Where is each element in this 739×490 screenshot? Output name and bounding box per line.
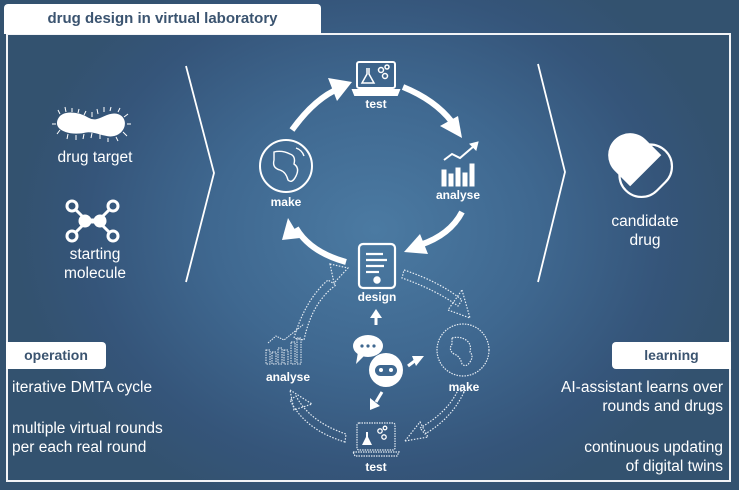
operation-line2: multiple virtual rounds [12, 420, 163, 437]
operation-line1: iterative DMTA cycle [12, 379, 153, 396]
arrow-design-to-make [293, 226, 347, 265]
virtual-test-label: test [365, 460, 387, 474]
design-document-icon [357, 242, 397, 290]
test-laptop-icon [351, 61, 401, 96]
operation-line3: per each real round [12, 439, 147, 456]
operation-tab: operation [6, 342, 106, 369]
main-frame [6, 33, 731, 482]
real-design-label: design [357, 290, 397, 304]
arrowhead-4 [282, 218, 300, 240]
learning-line2: rounds and drugs [602, 398, 723, 415]
learning-line1: AI-assistant learns over [561, 379, 723, 396]
virtual-analyse-label: analyse [265, 370, 311, 384]
learning-line4: of digital twins [625, 458, 723, 475]
starting-molecule-label-line2: molecule [63, 265, 127, 282]
virtual-make-label: make [448, 380, 480, 394]
real-analyse-label: analyse [435, 188, 481, 202]
left-chevron [185, 65, 215, 283]
right-chevron [537, 63, 566, 283]
arrow-analyse-to-design [419, 210, 465, 248]
real-cycle-arrows [289, 84, 465, 265]
analyse-chart-icon [441, 141, 479, 187]
title-tab: drug design in virtual laboratory [4, 4, 321, 34]
real-test-label: test [365, 97, 387, 111]
make-globe-icon [259, 139, 313, 193]
capsule-icon [608, 133, 674, 199]
arrow-make-to-test [289, 85, 342, 132]
virtual-analyse-chart-icon [265, 323, 305, 365]
candidate-drug-label-line2: drug [629, 232, 661, 249]
real-make-label: make [270, 195, 302, 209]
arrowhead-3 [404, 234, 428, 254]
assistant-arrows [370, 309, 424, 410]
drug-target-icon [52, 106, 131, 142]
virtual-make-globe-icon [436, 323, 490, 377]
molecule-icon [65, 199, 120, 243]
learning-tab: learning [612, 342, 731, 369]
candidate-drug-label-line1: candidate [611, 213, 679, 230]
robot-assistant-icon [369, 353, 403, 387]
arrowhead-1 [328, 78, 352, 101]
starting-molecule-label-line1: starting [69, 246, 121, 263]
drug-target-label: drug target [57, 149, 133, 166]
arrow-test-to-analyse [401, 84, 455, 124]
arrowhead-2 [440, 116, 462, 138]
virtual-test-laptop-icon [352, 422, 400, 457]
learning-line3: continuous updating [584, 439, 723, 456]
virtual-test-glyphs [362, 425, 388, 445]
virtual-cycle-arrows [289, 263, 471, 443]
chat-dots [360, 344, 376, 348]
